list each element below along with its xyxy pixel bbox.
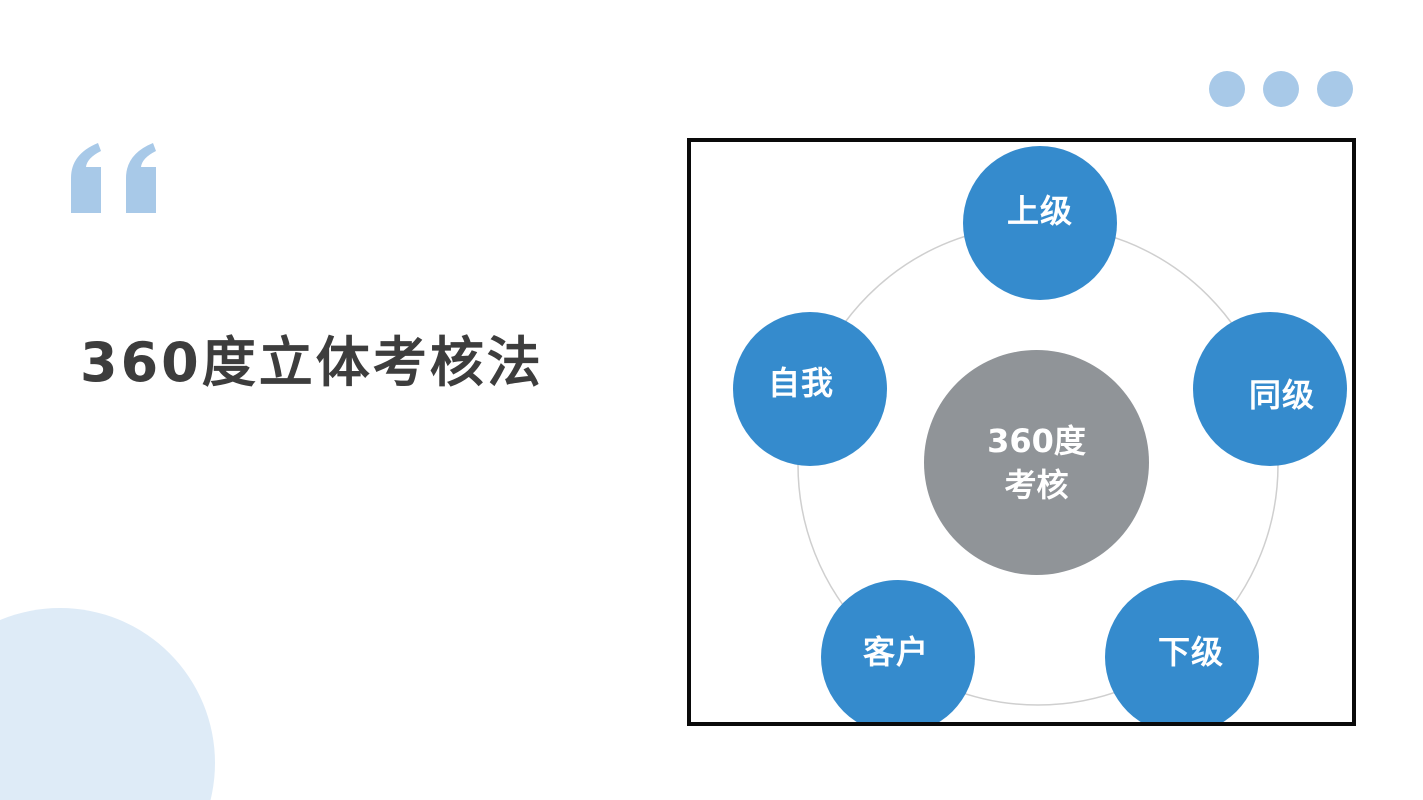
node-label: 自我 <box>767 364 834 402</box>
quote-open-icon <box>68 140 168 220</box>
center-label-line1: 360度 <box>987 421 1086 460</box>
node-label: 客户 <box>862 633 929 671</box>
node-label: 同级 <box>1248 376 1315 414</box>
node-peer: 同级 <box>1193 312 1347 466</box>
dot-icon <box>1209 71 1245 107</box>
node-self: 自我 <box>733 312 887 466</box>
page-title: 360度立体考核法 <box>80 331 544 394</box>
dot-icon <box>1317 71 1353 107</box>
center-label-line2: 考核 <box>1004 465 1069 504</box>
decorative-corner-circle <box>0 608 215 800</box>
node-customer: 客户 <box>821 580 975 722</box>
dot-icon <box>1263 71 1299 107</box>
diagram-frame: 360度 考核 上级 同级 下级 客户 自我 <box>687 138 1356 726</box>
node-subordinate: 下级 <box>1105 580 1259 722</box>
node-superior: 上级 <box>963 146 1117 300</box>
node-label: 下级 <box>1157 633 1224 671</box>
node-label: 上级 <box>1006 192 1073 230</box>
center-node-360: 360度 考核 <box>924 350 1149 575</box>
decorative-dots <box>1209 71 1353 107</box>
